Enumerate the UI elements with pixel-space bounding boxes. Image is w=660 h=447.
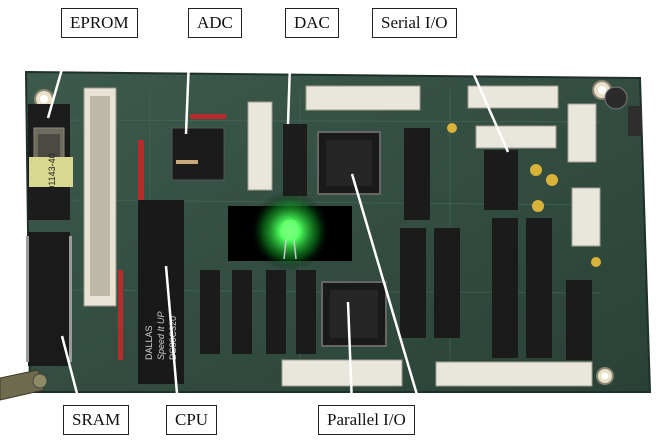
callout-leaders: [46, 33, 510, 406]
adc-label: ADC: [188, 8, 242, 38]
dip-ic-group: [200, 128, 592, 360]
cpu-label: CPU: [166, 405, 218, 435]
dac-chip: [283, 124, 307, 196]
parallel-io-label: Parallel I/O: [318, 405, 415, 435]
eprom-chip: 01143-40: [28, 104, 73, 220]
cpu-marking-tagline: Speed It UP: [156, 311, 166, 360]
cpu-marking-brand: DALLAS: [144, 325, 154, 360]
power-cable: [0, 369, 45, 401]
eprom-marking: 01143-40: [47, 153, 57, 190]
capacitors: [447, 123, 601, 267]
cpu-chip: DALLAS Speed It UP DS80C320: [138, 200, 184, 384]
dac-label: DAC: [285, 8, 339, 38]
eprom-label: EPROM: [61, 8, 138, 38]
mounting-holes: [34, 80, 614, 385]
serial-io-label: Serial I/O: [372, 8, 457, 38]
adc-chip: [171, 127, 225, 181]
white-connectors: [247, 85, 601, 387]
sram-label: SRAM: [63, 405, 130, 435]
